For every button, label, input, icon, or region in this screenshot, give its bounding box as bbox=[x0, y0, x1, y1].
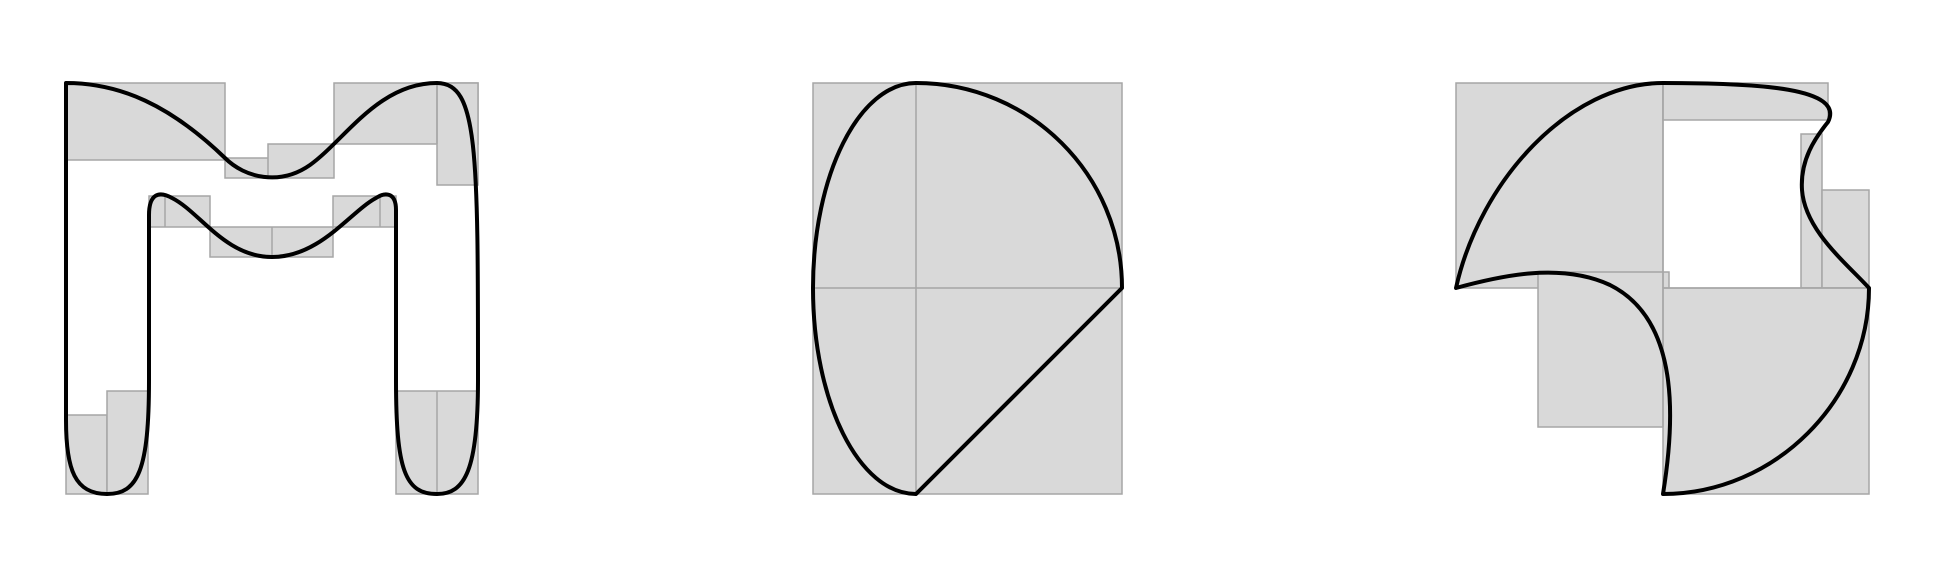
left-box-dividers bbox=[164, 83, 438, 494]
right-box-right-a bbox=[1800, 133, 1823, 289]
left-box-top-left bbox=[65, 82, 226, 161]
left-control-boxes bbox=[65, 82, 479, 495]
panel-left bbox=[64, 81, 480, 496]
right-box-right-b bbox=[1821, 189, 1870, 289]
right-box-top-left bbox=[1455, 82, 1664, 289]
right-control-boxes bbox=[1455, 82, 1870, 495]
middle-grid-lines bbox=[813, 83, 1122, 494]
panel-right bbox=[1454, 81, 1871, 496]
right-box-top-strip bbox=[1662, 82, 1829, 121]
right-pinwheel-curve bbox=[1454, 81, 1871, 496]
left-box-bottom-left-a bbox=[65, 414, 108, 495]
left-box-top-mid-b bbox=[267, 143, 335, 179]
right-box-bottom-right bbox=[1662, 287, 1870, 495]
middle-curve bbox=[811, 81, 1124, 496]
panel-middle bbox=[811, 81, 1124, 496]
left-m-curve bbox=[64, 81, 480, 496]
left-box-bottom-left-b bbox=[106, 390, 149, 495]
right-box-bottom-left bbox=[1537, 271, 1670, 428]
